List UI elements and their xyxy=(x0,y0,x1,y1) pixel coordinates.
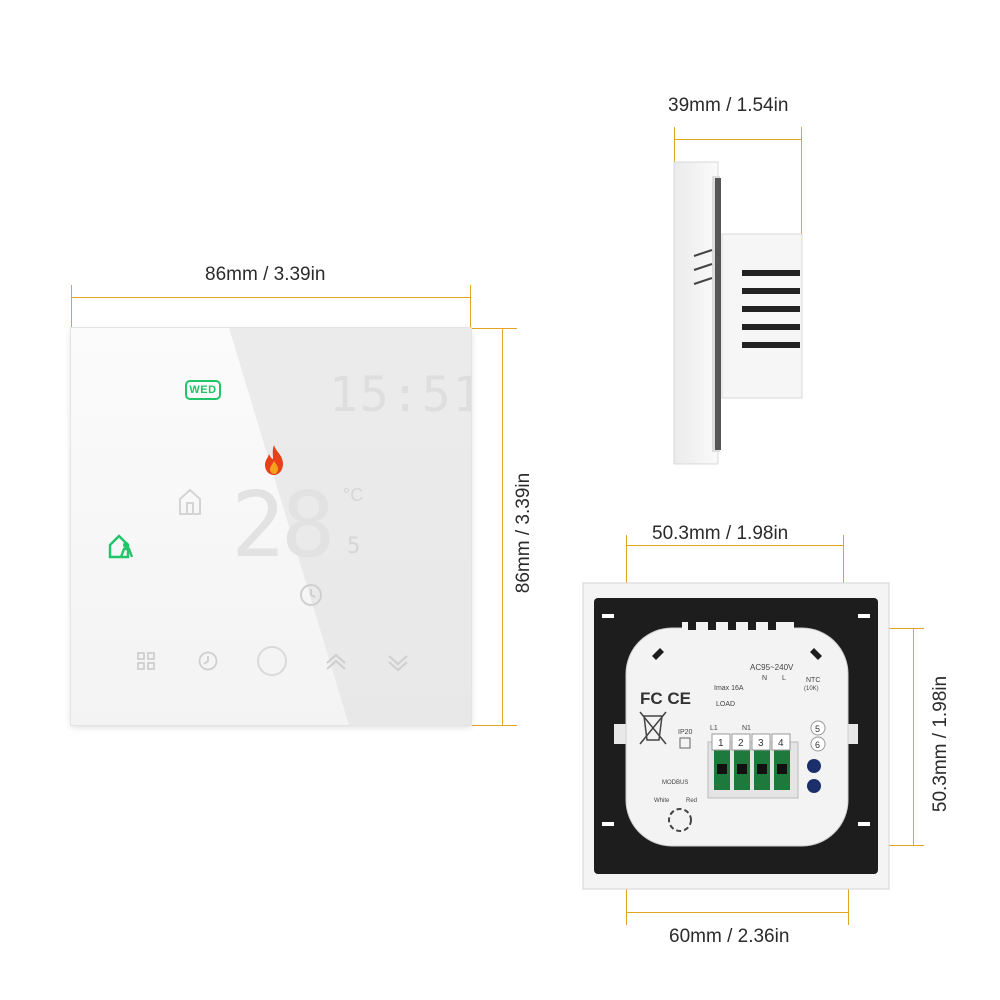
back-outer-width-label: 60mm / 2.36in xyxy=(669,926,790,947)
terminal-4: 4 xyxy=(778,738,784,749)
menu-grid-button[interactable] xyxy=(136,651,156,671)
side-depth-tick-right xyxy=(801,127,802,237)
front-width-tick-right xyxy=(470,285,471,329)
thermostat-side-view xyxy=(673,161,803,465)
back-outer-width-line xyxy=(626,912,849,913)
back-inner-width-label: 50.3mm / 1.98in xyxy=(652,523,789,544)
back-inner-width-tick-left xyxy=(626,535,627,625)
side-depth-line xyxy=(674,139,802,140)
current-rating: Imax 16A xyxy=(714,685,744,692)
terminal-label-n1: N1 xyxy=(742,725,751,732)
back-inner-width-tick-right xyxy=(843,535,844,625)
front-height-line xyxy=(502,328,503,725)
front-width-tick-left xyxy=(71,285,72,329)
front-width-line xyxy=(71,297,471,298)
terminal-label-l1: L1 xyxy=(710,725,718,732)
home-person-icon xyxy=(108,534,134,559)
terminal-1: 1 xyxy=(718,738,724,749)
side-depth-label: 39mm / 1.54in xyxy=(668,95,789,116)
side-depth-tick-left xyxy=(674,127,675,167)
temperature-up-button[interactable] xyxy=(324,652,348,672)
front-height-tick-bottom xyxy=(472,725,517,726)
load-label: LOAD xyxy=(716,701,735,708)
front-height-label: 86mm / 3.39in xyxy=(513,472,534,594)
terminal-6: 6 xyxy=(815,740,820,750)
temperature-unit: °C xyxy=(343,485,364,505)
heating-flame-icon xyxy=(265,445,283,475)
temperature-down-button[interactable] xyxy=(386,653,410,673)
ntc-label: NTC xyxy=(806,677,820,684)
voltage-rating: AC95~240V xyxy=(750,663,794,672)
terminal-5: 5 xyxy=(815,724,820,734)
clock-icon xyxy=(300,584,322,606)
time-display: 15:51 xyxy=(329,367,471,423)
front-height-tick-top xyxy=(472,328,517,329)
fc-ce-marks: FC CE xyxy=(640,689,691,708)
terminal-2: 2 xyxy=(738,738,744,749)
back-inner-width-line xyxy=(626,545,844,546)
setpoint-decimal: 5 xyxy=(347,534,361,559)
thermostat-front-panel: WED 15:51 28 °C 5 xyxy=(71,328,471,725)
front-width-label: 86mm / 3.39in xyxy=(205,264,326,285)
ip-rating: IP20 xyxy=(678,729,693,736)
back-inner-height-label: 50.3mm / 1.98in xyxy=(930,675,951,813)
terminal-label-n: N xyxy=(762,675,767,682)
back-inner-height-line xyxy=(913,628,914,846)
ntc-sub-label: (10K) xyxy=(804,686,819,692)
schedule-clock-button[interactable] xyxy=(197,650,219,672)
modbus-label: MODBUS xyxy=(662,780,688,786)
day-badge: WED xyxy=(185,380,221,400)
temperature-display: 28 xyxy=(231,473,335,578)
modbus-red-label: Red xyxy=(686,798,697,804)
home-mode-icon xyxy=(179,488,201,515)
terminal-3: 3 xyxy=(758,738,764,749)
power-ring-button[interactable] xyxy=(255,644,289,678)
thermostat-back-view: 1 2 3 4 5 6 FC CE Imax 16A AC95~240V LOA… xyxy=(582,582,890,890)
modbus-white-label: White xyxy=(654,798,670,804)
terminal-label-l: L xyxy=(782,675,786,682)
